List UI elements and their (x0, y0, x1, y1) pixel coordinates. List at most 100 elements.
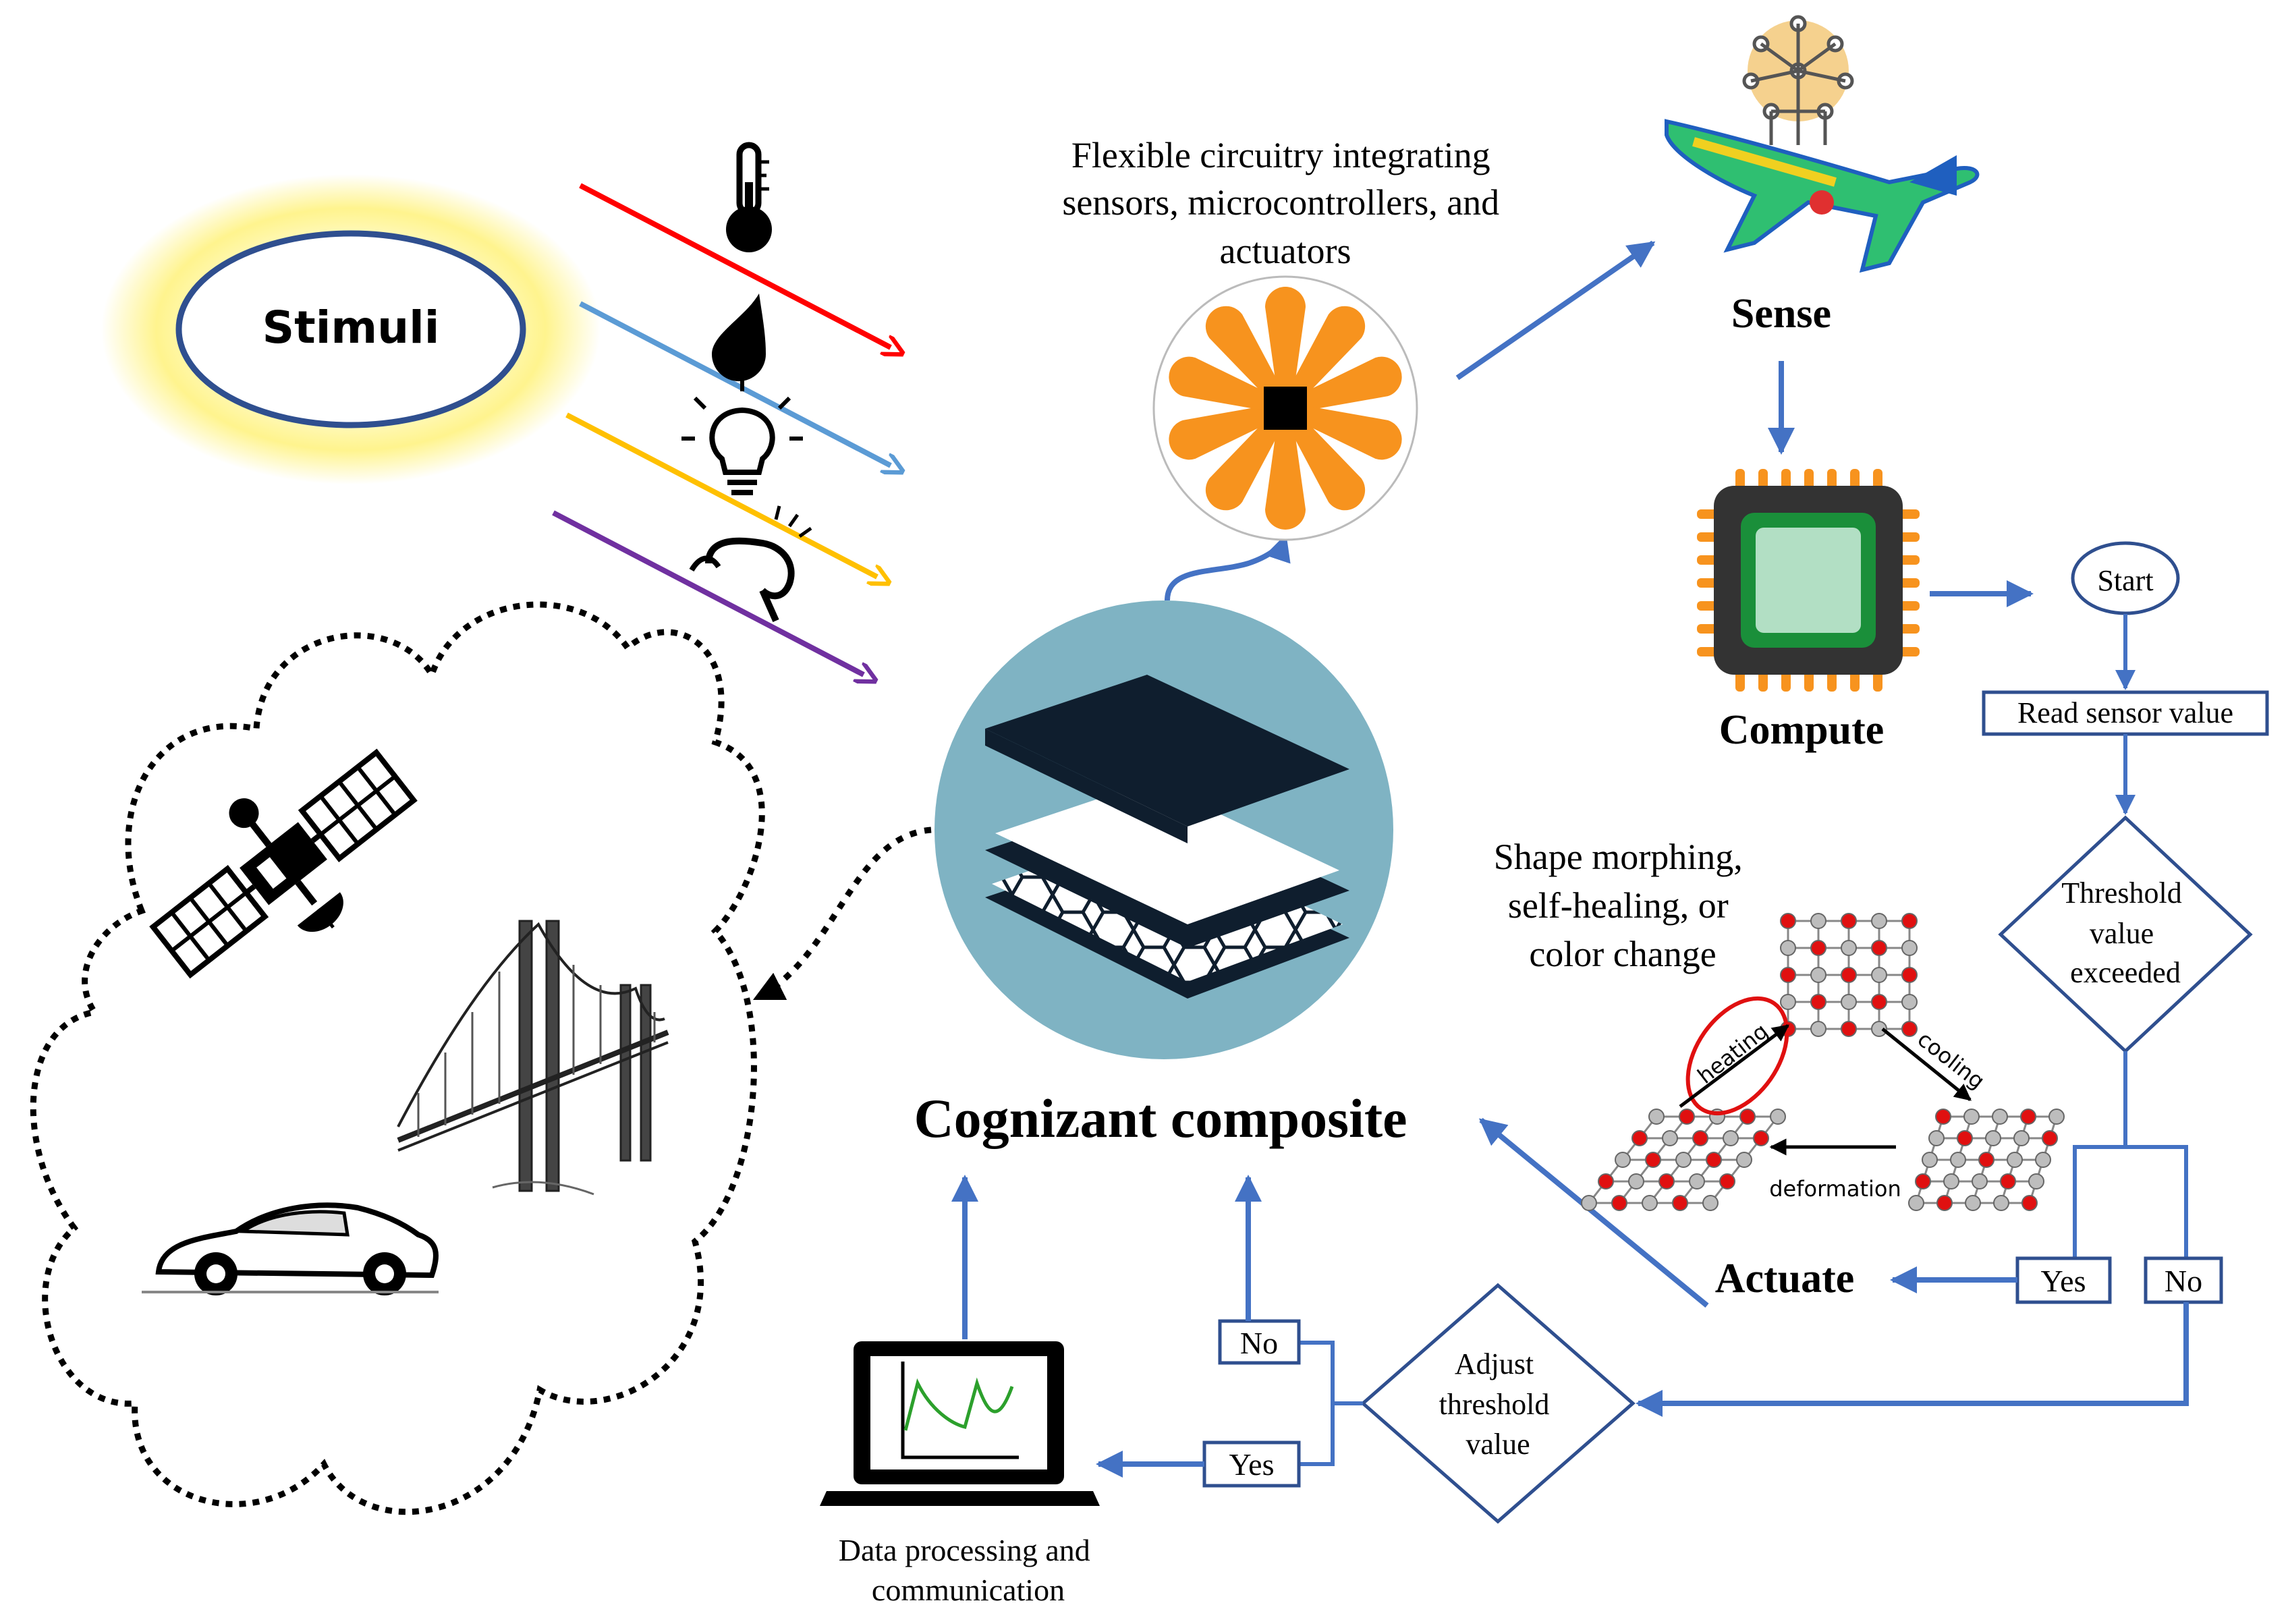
lattice-atom (1950, 1152, 1966, 1168)
no-to-adjust-arrow (1636, 1302, 2189, 1417)
circuit-caption: Flexible circuitry integrating sensors, … (1062, 135, 1508, 271)
adjust-line-2: threshold (1439, 1388, 1550, 1421)
lattice-atom (1901, 967, 1918, 983)
threshold-no-connector (2125, 1145, 2188, 1258)
lattice-right (1908, 1109, 2065, 1211)
compute-label: Compute (1719, 707, 1885, 753)
circuit-caption-line-3: actuators (1220, 231, 1351, 271)
lattice-atom (1702, 1195, 1719, 1211)
lattice-atom (1901, 913, 1918, 929)
flow-start-label: Start (2097, 564, 2153, 597)
lattice-atom (1871, 913, 1887, 929)
lattice-atom (1936, 1195, 1953, 1211)
lattice-atom (2028, 1173, 2044, 1189)
lattice-atom (2035, 1152, 2051, 1168)
lattice-atom (1993, 1195, 2009, 1211)
lattice-atom (1631, 1130, 1648, 1146)
lattice-atom (1810, 940, 1826, 956)
lattice-atom (1841, 1021, 1857, 1037)
lattice-atom (1972, 1173, 1988, 1189)
lattice-atom (1908, 1195, 1924, 1211)
flow-yes-label: Yes (2041, 1264, 2086, 1298)
brain-network-icon (1742, 15, 1854, 145)
lattice-atom (1915, 1173, 1931, 1189)
stimuli-ellipse (175, 230, 526, 428)
lattice-atom (1841, 913, 1857, 929)
sense-label: Sense (1731, 291, 1831, 337)
applications-cloud (30, 601, 765, 1515)
lattice-atom (1928, 1130, 1945, 1146)
flow-adjust-label: Adjust threshold value (1439, 1347, 1557, 1461)
circuit-caption-line-2: sensors, microcontrollers, and (1062, 182, 1499, 223)
circuit-petal (1280, 404, 1366, 511)
pressure-hand-icon (689, 505, 812, 623)
lattice-atom (2007, 1152, 2023, 1168)
heating-arrow (1679, 1024, 1789, 1108)
lattice-atom (1992, 1109, 2008, 1125)
lattice-atom (1841, 940, 1857, 956)
lattice-atom (1675, 1152, 1692, 1168)
circuit-petal (1169, 402, 1287, 460)
bridge-icon (397, 920, 669, 1196)
flow-adjust-decision (1360, 1283, 1636, 1524)
circuit-petals (1169, 287, 1402, 530)
lattice-atom (1581, 1195, 1597, 1211)
water-drop-icon (712, 293, 766, 381)
lattice-atom (1871, 994, 1887, 1010)
adjust-no-connector (1299, 1341, 1363, 1405)
lattice-atom (1689, 1173, 1705, 1189)
lattice-atom (1679, 1109, 1695, 1125)
lattice-atom (1658, 1173, 1675, 1189)
lattice-atom (1810, 913, 1826, 929)
lattice-atom (1662, 1130, 1678, 1146)
car-icon (142, 1202, 439, 1295)
adjust-no-box (1218, 1319, 1301, 1365)
lattice-atom (1943, 1173, 1959, 1189)
lattice-atom (1810, 967, 1826, 983)
circuit-petal (1283, 402, 1402, 460)
lattice-atom (1770, 1109, 1786, 1125)
flow-read-sensor-node (1982, 690, 2269, 736)
circuit-petal (1280, 306, 1366, 412)
circuit-to-sense-arrow (1455, 240, 1656, 381)
lattice-atom (1841, 967, 1857, 983)
lattice-atom (1598, 1173, 1614, 1189)
lattice-atom (2013, 1130, 2030, 1146)
lattice-atom (1871, 940, 1887, 956)
stimuli-arrows (552, 183, 891, 675)
lattice-atom (2020, 1109, 2036, 1125)
lattice-atom (1901, 940, 1918, 956)
composite-to-applications-arrow (752, 827, 932, 1002)
lattice-atom (1901, 994, 1918, 1010)
flow-threshold-label: Threshold value exceeded (2061, 876, 2189, 989)
moisture-arrow (579, 301, 891, 466)
lattice-atom (1615, 1152, 1631, 1168)
lattice-atom (1963, 1109, 1980, 1125)
lattice-atom (1739, 1109, 1756, 1125)
lattice-atom (1723, 1130, 1739, 1146)
lattice-atom (1922, 1152, 1938, 1168)
lattice-atom (1736, 1152, 1752, 1168)
flow-start-node (2071, 541, 2180, 615)
lattice-atom (1965, 1195, 1981, 1211)
deformation-label: deformation (1769, 1176, 1901, 1202)
adjust-line-3: value (1466, 1428, 1530, 1461)
lattice-atom (1648, 1109, 1665, 1125)
stimuli-group: Stimuli (101, 174, 601, 484)
laptop-icon (820, 1341, 1100, 1506)
data-processing-line-2: communication (872, 1573, 1065, 1607)
circuit-petal (1283, 356, 1402, 414)
threshold-yes-connector (2073, 1051, 2127, 1258)
lattice-atom (2048, 1109, 2065, 1125)
lattice-atom (1645, 1152, 1661, 1168)
lattice-atom (1810, 994, 1826, 1010)
lattice-atom (1672, 1195, 1688, 1211)
response-caption-line-3: color change (1529, 934, 1716, 974)
data-processing-caption: Data processing and communication (839, 1533, 1098, 1607)
pressure-arrow (552, 510, 864, 675)
circuit-petal (1205, 306, 1291, 412)
heating-highlight (1685, 996, 1789, 1116)
adjust-line-1: Adjust (1455, 1347, 1534, 1380)
lattice-atom (2042, 1130, 2058, 1146)
